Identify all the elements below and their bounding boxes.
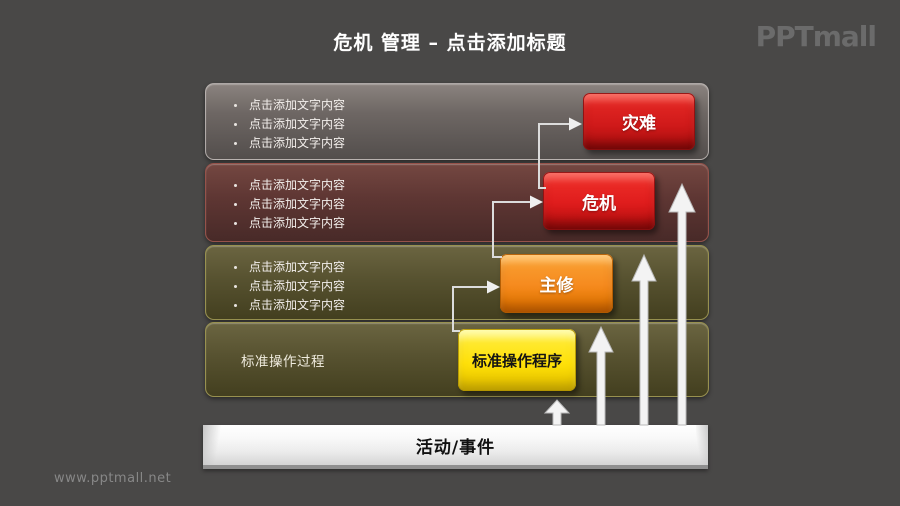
bullet-dot-icon [234,104,237,107]
bullet-dot-icon [234,285,237,288]
text-placeholder[interactable]: 点击添加文字内容 [234,134,708,153]
sop-label[interactable]: 标准操作过程 [241,353,325,370]
text-placeholder[interactable]: 点击添加文字内容 [234,115,708,134]
text-placeholder[interactable]: 点击添加文字内容 [234,296,708,315]
text-placeholder[interactable]: 点击添加文字内容 [234,277,708,296]
watermark-link[interactable]: www.pptmall.net [54,471,172,486]
text-placeholder[interactable]: 点击添加文字内容 [234,96,708,115]
bullet-dot-icon [234,266,237,269]
bullet-text: 点击添加文字内容 [249,298,346,312]
panel-major-repair: 点击添加文字内容 点击添加文字内容 点击添加文字内容 [205,245,709,320]
bullet-list: 点击添加文字内容 点击添加文字内容 点击添加文字内容 [206,164,708,233]
panel-sop: 标准操作过程 [205,322,709,397]
bullet-text: 点击添加文字内容 [249,216,346,230]
up-arrow-icon-1 [543,399,571,426]
bullet-dot-icon [234,142,237,145]
text-placeholder[interactable]: 点击添加文字内容 [234,195,708,214]
text-placeholder[interactable]: 点击添加文字内容 [234,258,708,277]
text-placeholder[interactable]: 点击添加文字内容 [234,176,708,195]
major-repair-button[interactable]: 主修 [500,254,613,313]
slide-title[interactable]: 危机 管理 – 点击添加标题 [333,32,567,54]
bullet-text: 点击添加文字内容 [249,279,346,293]
bullet-list: 点击添加文字内容 点击添加文字内容 点击添加文字内容 [206,84,708,153]
bullet-dot-icon [234,184,237,187]
activity-event-bar[interactable]: 活动/事件 [203,425,708,469]
bullet-text: 点击添加文字内容 [249,117,346,131]
bullet-dot-icon [234,222,237,225]
bullet-dot-icon [234,304,237,307]
bullet-list: 点击添加文字内容 点击添加文字内容 点击添加文字内容 [206,246,708,315]
bullet-dot-icon [234,203,237,206]
sop-button[interactable]: 标准操作程序 [458,329,576,391]
crisis-button[interactable]: 危机 [543,172,655,230]
bullet-text: 点击添加文字内容 [249,197,346,211]
pptmall-logo: PPTmall [755,20,877,53]
bullet-dot-icon [234,123,237,126]
bullet-text: 点击添加文字内容 [249,98,346,112]
activity-event-label: 活动/事件 [415,437,496,458]
bullet-text: 点击添加文字内容 [249,136,346,150]
disaster-button[interactable]: 灾难 [583,93,695,150]
bullet-text: 点击添加文字内容 [249,260,346,274]
bullet-text: 点击添加文字内容 [249,178,346,192]
text-placeholder[interactable]: 点击添加文字内容 [234,214,708,233]
